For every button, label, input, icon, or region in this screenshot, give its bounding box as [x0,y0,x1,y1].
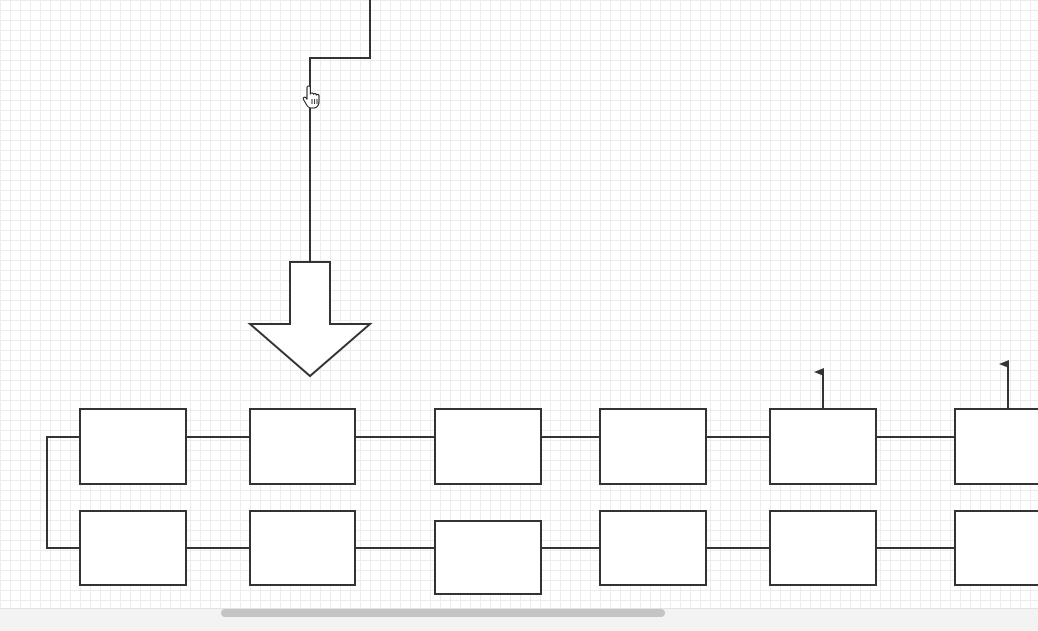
top-connector[interactable] [309,0,371,262]
top-row-box[interactable] [769,408,877,485]
hand-pointer-icon [302,85,320,109]
bottom-row-box[interactable] [599,510,707,586]
bottom-row-box[interactable] [769,510,877,586]
diagram-canvas[interactable] [0,0,1038,608]
bottom-row-box[interactable] [954,510,1038,586]
top-row-box[interactable] [249,408,356,485]
top-row-box[interactable] [599,408,707,485]
left-loop-connector[interactable] [46,436,80,549]
bottom-row-box[interactable] [249,510,356,586]
down-arrow-block[interactable] [247,261,373,378]
horizontal-scrollbar-thumb[interactable] [221,609,665,617]
top-row-box[interactable] [954,408,1038,485]
bottom-row-box[interactable] [434,520,542,595]
bottom-row-box[interactable] [79,510,187,586]
top-row-box[interactable] [434,408,542,485]
diagram-svg[interactable] [0,0,1038,608]
top-row-box[interactable] [79,408,187,485]
